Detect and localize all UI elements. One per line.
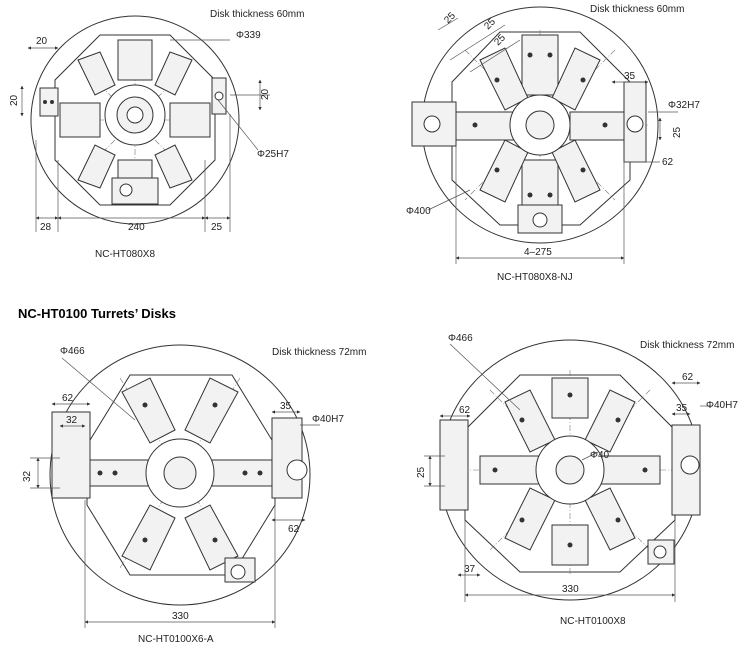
dim-diameter-466-a: Φ466 bbox=[60, 346, 85, 357]
dim-35-b: 35 bbox=[676, 403, 688, 414]
dim-62-d: 62 bbox=[682, 372, 694, 383]
dim-25-f: 25 bbox=[416, 466, 427, 478]
dim-right-20: 20 bbox=[260, 88, 271, 100]
section-heading: NC-HT0100 Turrets’ Disks bbox=[18, 306, 176, 321]
side-holder-left-1 bbox=[39, 87, 59, 117]
dim-35-nj: 35 bbox=[624, 71, 636, 82]
disk-outline-1 bbox=[30, 15, 240, 225]
note-disk-thickness-1: Disk thickness 60mm bbox=[210, 9, 304, 20]
dim-diameter-466-b: Φ466 bbox=[448, 333, 473, 344]
dim-37: 37 bbox=[464, 564, 476, 575]
bolt-pattern-3 bbox=[97, 402, 263, 543]
dim-62-c: 62 bbox=[459, 405, 471, 416]
dim-diameter-339: Φ339 bbox=[236, 30, 261, 41]
dim-35-a: 35 bbox=[280, 401, 292, 412]
dim-32-b: 32 bbox=[22, 470, 33, 482]
dim-32-a: 32 bbox=[66, 415, 78, 426]
dim-62-b: 62 bbox=[288, 524, 300, 535]
dim-diameter-40h7-a: Φ40H7 bbox=[312, 414, 344, 425]
dim-25-b: 25 bbox=[482, 16, 498, 32]
dim-diameter-32h7: Φ32H7 bbox=[668, 100, 700, 111]
dim-diameter-25h7: Φ25H7 bbox=[257, 149, 289, 160]
drawing-ht0100x6-a: Disk thickness 72mm Φ466 62 32 32 35 Φ40… bbox=[22, 344, 366, 645]
dim-25: 25 bbox=[211, 222, 223, 233]
dim-28: 28 bbox=[40, 222, 52, 233]
dim-330-a: 330 bbox=[172, 611, 189, 622]
bolt-pattern-2 bbox=[472, 52, 608, 198]
side-holder-left-4 bbox=[439, 419, 469, 511]
bottom-holder-1 bbox=[111, 177, 159, 205]
note-disk-thickness-3: Disk thickness 72mm bbox=[272, 347, 366, 358]
drawing-ht080x8-nj: Disk thickness 60mm 25 25 25 35 Φ32H7 25… bbox=[406, 4, 700, 283]
dim-4-275: 4–275 bbox=[524, 247, 552, 258]
dim-diameter-400: Φ400 bbox=[406, 206, 431, 217]
drawing-ht0100x8: Disk thickness 72mm Φ466 62 62 35 Φ40H7 … bbox=[416, 333, 738, 627]
side-holder-right-3 bbox=[271, 417, 303, 499]
dim-62-a: 62 bbox=[62, 393, 74, 404]
bolt-pattern-4 bbox=[492, 392, 648, 548]
dim-62-nj: 62 bbox=[662, 157, 674, 168]
dim-diameter-40: Φ40 bbox=[590, 450, 610, 461]
dim-240: 240 bbox=[128, 222, 145, 233]
note-disk-thickness-4: Disk thickness 72mm bbox=[640, 340, 734, 351]
caption-ht0100x6-a: NC-HT0100X6-A bbox=[138, 634, 214, 645]
disk-outline-3 bbox=[49, 344, 311, 606]
drawing-ht080x8: Disk thickness 60mm 20 20 20 Φ339 Φ25H7 … bbox=[9, 9, 304, 260]
dim-330-b: 330 bbox=[562, 584, 579, 595]
dim-25-a: 25 bbox=[442, 10, 458, 26]
dim-top-20: 20 bbox=[36, 36, 48, 47]
dim-left-20: 20 bbox=[9, 94, 20, 106]
caption-ht080x8: NC-HT080X8 bbox=[95, 249, 155, 260]
note-disk-thickness-2: Disk thickness 60mm bbox=[590, 4, 684, 15]
caption-ht080x8-nj: NC-HT080X8-NJ bbox=[497, 272, 573, 283]
caption-ht0100x8: NC-HT0100X8 bbox=[560, 616, 626, 627]
dim-diameter-40h7-b: Φ40H7 bbox=[706, 400, 738, 411]
radial-slots-3 bbox=[60, 377, 300, 571]
dim-25-e: 25 bbox=[672, 126, 683, 138]
radial-slots-2 bbox=[430, 30, 650, 225]
